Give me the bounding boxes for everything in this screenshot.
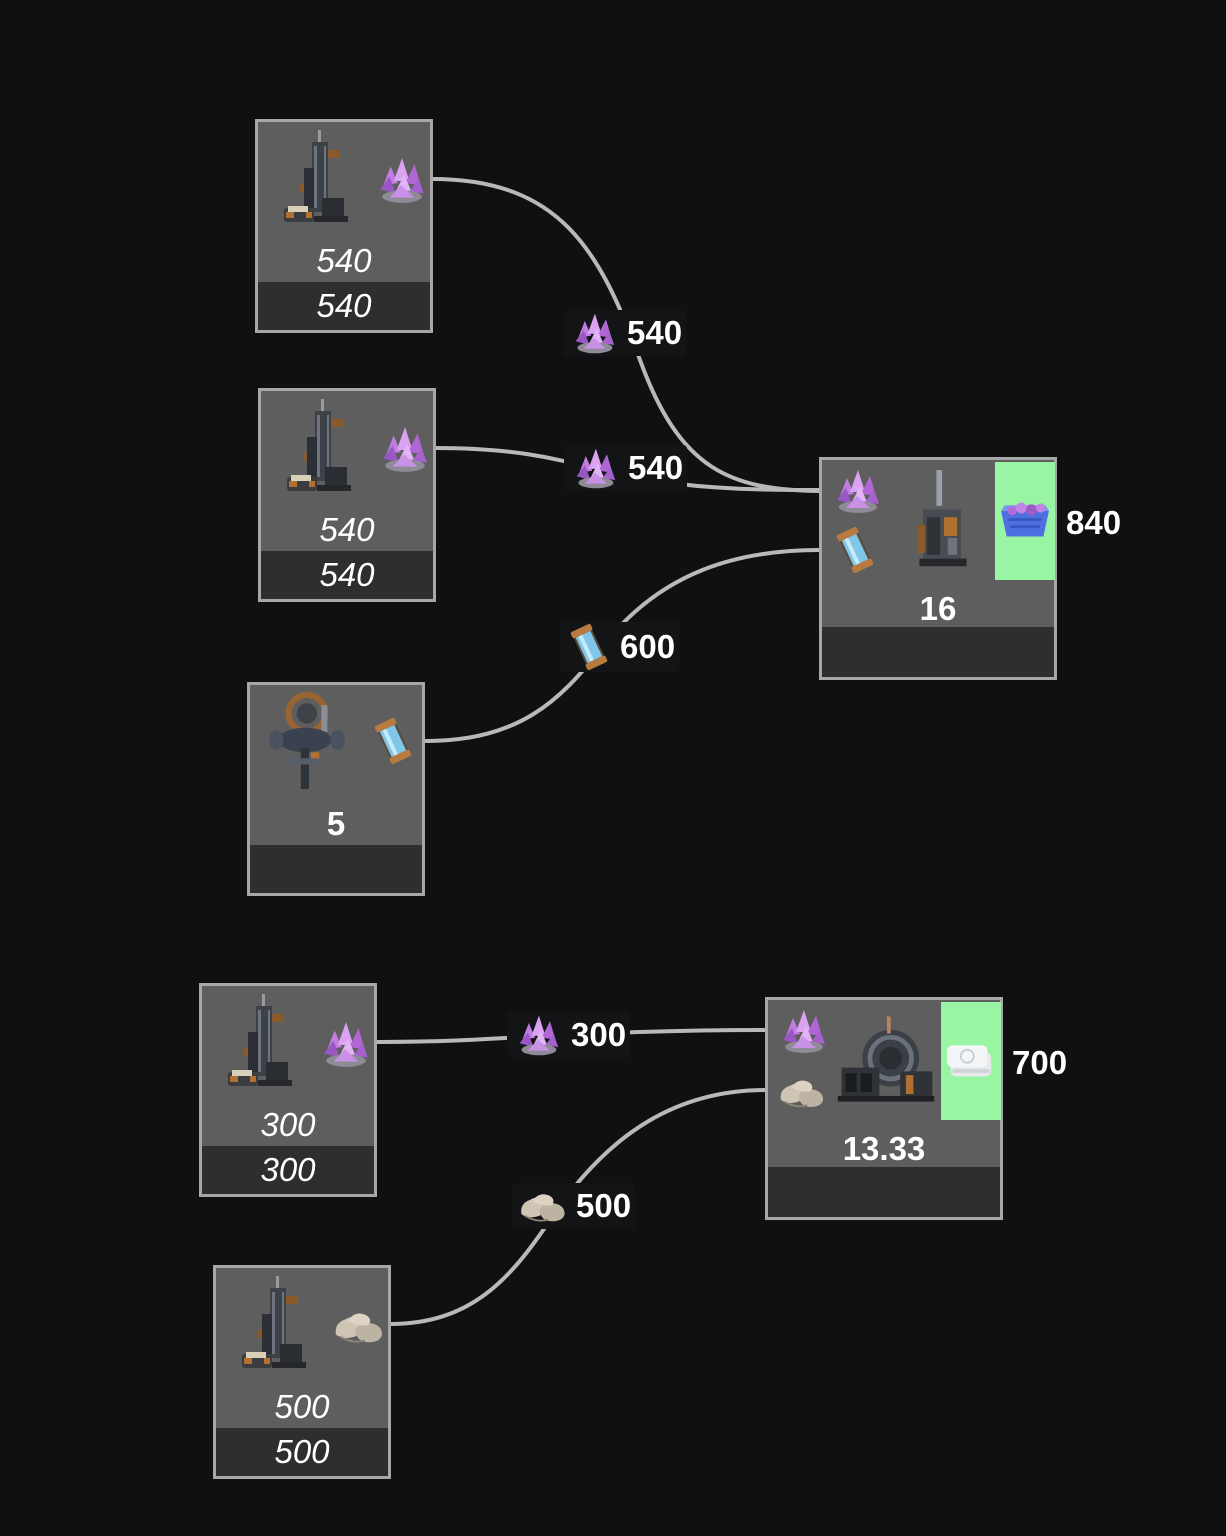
generator-icon [264, 689, 356, 795]
stone-icon [774, 1070, 830, 1114]
node-count: 13.33 [842, 1130, 926, 1167]
crystal-icon [830, 466, 884, 516]
edge-label-e4: 300 [507, 1012, 631, 1058]
output-highlight [995, 462, 1055, 580]
crystal-icon [776, 1006, 830, 1056]
extractor-icon [278, 128, 358, 228]
extractor-icon [236, 1274, 316, 1374]
node-rate: 300 [260, 1106, 316, 1143]
edge-value: 500 [576, 1187, 632, 1224]
node-amount: 300 [202, 1146, 374, 1194]
processor-icon [910, 466, 976, 574]
canister-icon [368, 713, 418, 769]
edge-label-e1: 540 [563, 310, 687, 356]
node-amount: 500 [216, 1428, 388, 1476]
refinery-node[interactable]: 13.33 [765, 997, 1003, 1220]
edge-label-e2: 540 [564, 445, 688, 491]
extractor-icon [222, 992, 302, 1092]
edge-e1 [431, 177, 821, 493]
node-count: 16 [919, 590, 957, 627]
crystal-icon [568, 445, 622, 491]
canister-icon [564, 622, 614, 672]
edge-value: 540 [627, 314, 683, 351]
canister-icon [830, 522, 880, 578]
extractor-node-3[interactable]: 300 300 [199, 983, 377, 1197]
node-footer [822, 627, 1054, 677]
node-footer [250, 845, 422, 893]
crystal-icon [377, 423, 431, 475]
output-rate: 840 [1066, 504, 1122, 541]
edge-label-e3: 600 [560, 622, 680, 672]
node-rate: 500 [274, 1388, 330, 1425]
refinery-icon [834, 1010, 938, 1110]
extractor-node-1[interactable]: 540 540 [255, 119, 433, 333]
node-footer [768, 1167, 1000, 1217]
edge-label-e5: 500 [512, 1183, 636, 1229]
crystal-icon [318, 1018, 372, 1070]
crystal-icon [374, 154, 428, 206]
crate-icon [997, 496, 1053, 542]
bag-icon [943, 1036, 999, 1082]
stone-icon [516, 1183, 570, 1229]
edge-value: 540 [628, 449, 684, 486]
edge-value: 300 [571, 1016, 627, 1053]
node-count: 5 [326, 805, 346, 842]
generator-node[interactable]: 5 [247, 682, 425, 896]
crystal-icon [567, 310, 621, 356]
node-amount: 540 [261, 551, 433, 599]
extractor-node-4[interactable]: 500 500 [213, 1265, 391, 1479]
node-rate: 540 [316, 242, 372, 279]
node-rate: 540 [319, 511, 375, 548]
processor-node-1[interactable]: 16 [819, 457, 1057, 680]
extractor-node-2[interactable]: 540 540 [258, 388, 436, 602]
extractor-icon [281, 397, 361, 497]
stone-icon [330, 1302, 388, 1350]
output-rate: 700 [1012, 1044, 1068, 1081]
node-amount: 540 [258, 282, 430, 330]
crystal-icon [511, 1012, 565, 1058]
output-highlight [941, 1002, 1001, 1120]
edge-value: 600 [620, 628, 676, 665]
